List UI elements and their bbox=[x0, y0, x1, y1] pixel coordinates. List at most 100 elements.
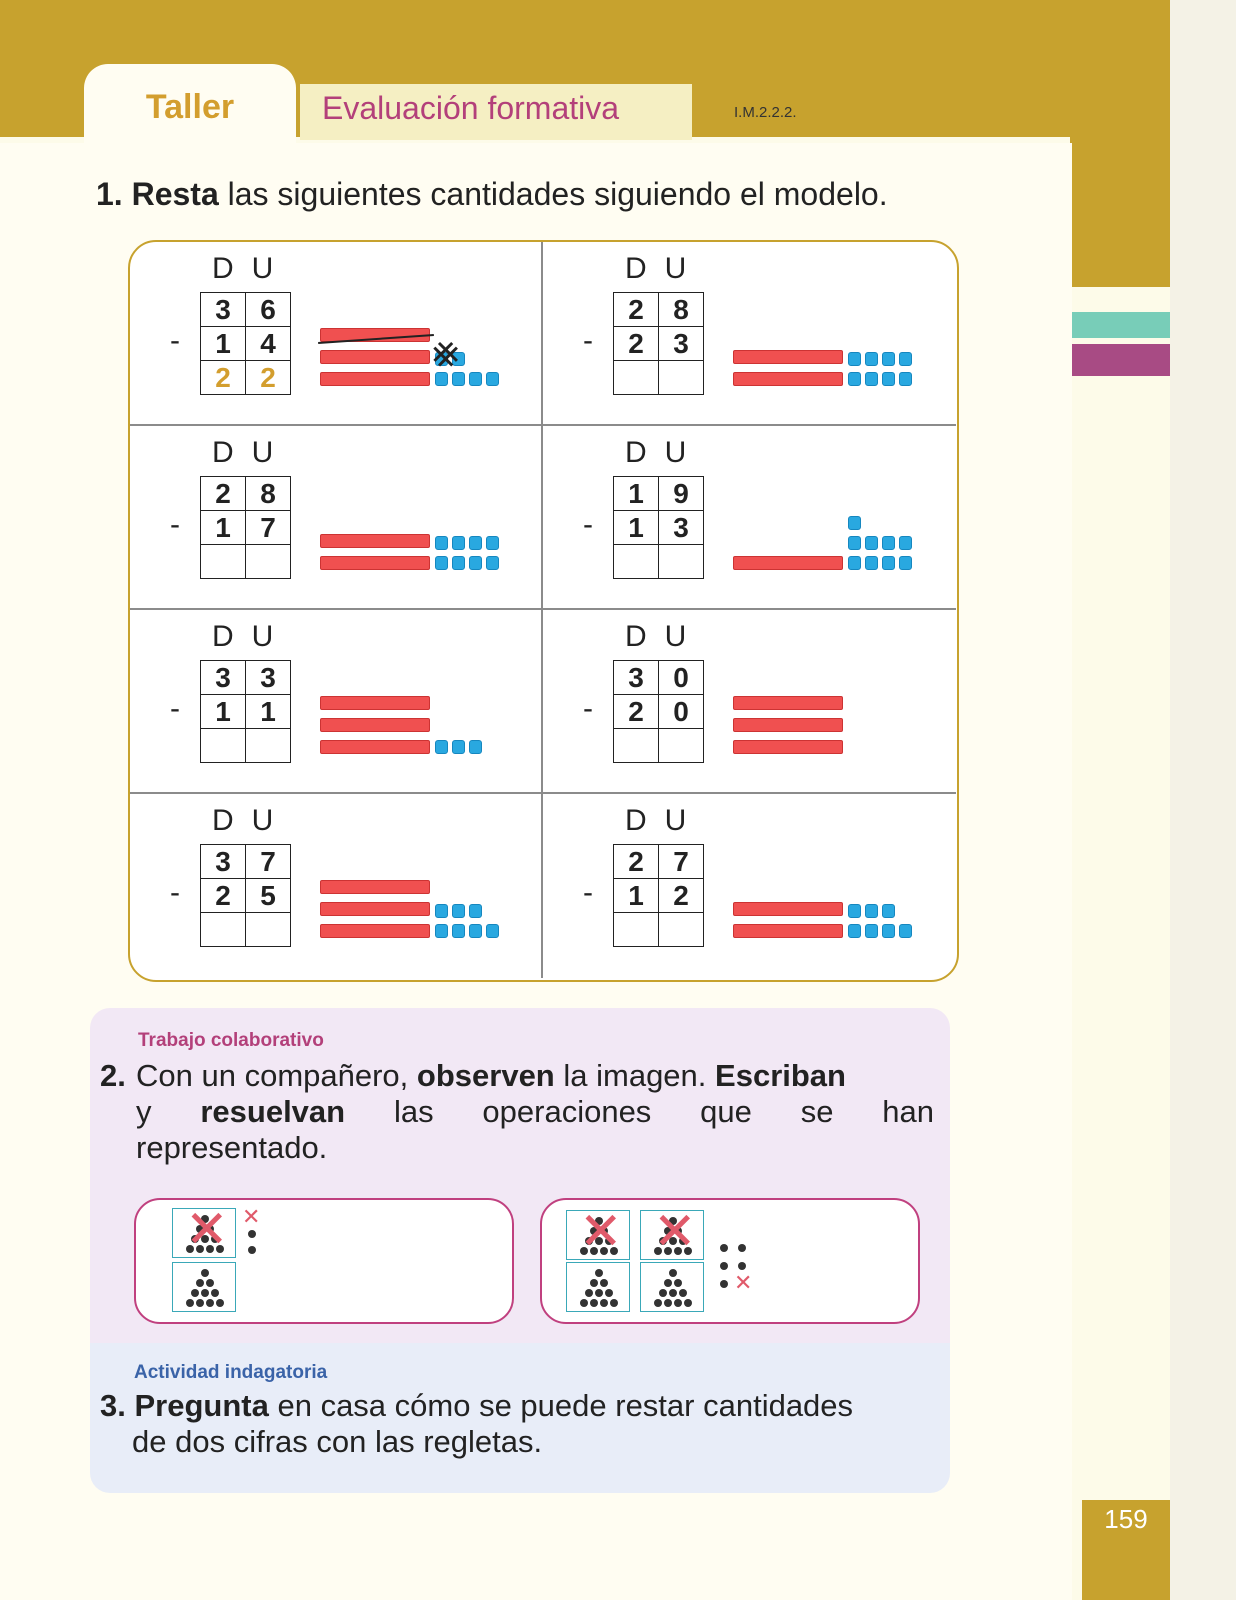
unit-cube bbox=[848, 372, 861, 386]
unit-cube bbox=[865, 924, 878, 938]
dot bbox=[206, 1245, 214, 1253]
dot bbox=[659, 1289, 667, 1297]
unit-cube bbox=[865, 372, 878, 386]
digit-cell: 4 bbox=[245, 326, 291, 361]
dot bbox=[674, 1247, 682, 1255]
question-2-line-1: Con un compañero, observen la imagen. Es… bbox=[136, 1058, 934, 1094]
cross-icon: ✕ bbox=[653, 1203, 697, 1261]
loose-dot bbox=[738, 1244, 746, 1252]
unit-cube bbox=[848, 924, 861, 938]
q2-bold-1: observen bbox=[416, 1058, 555, 1093]
digit-cell: 2 bbox=[613, 844, 659, 879]
dot bbox=[580, 1247, 588, 1255]
loose-dot bbox=[720, 1280, 728, 1288]
ten-rod bbox=[320, 372, 430, 386]
answer-cell[interactable]: 2 bbox=[200, 360, 246, 395]
answer-cell[interactable] bbox=[613, 728, 659, 763]
answer-cell[interactable]: 2 bbox=[245, 360, 291, 395]
du-header: DU bbox=[625, 804, 705, 837]
unit-cube bbox=[899, 536, 912, 550]
dot-group bbox=[640, 1262, 704, 1312]
ten-rod bbox=[320, 740, 430, 754]
dot bbox=[196, 1225, 204, 1233]
dot bbox=[211, 1289, 219, 1297]
digit-cell: 9 bbox=[658, 476, 704, 511]
answer-cell[interactable] bbox=[613, 544, 659, 579]
unit-cube bbox=[486, 536, 499, 550]
ten-rod bbox=[733, 556, 843, 570]
question-1-verb: Resta bbox=[131, 176, 219, 212]
dot bbox=[196, 1299, 204, 1307]
ten-rod bbox=[320, 880, 430, 894]
answer-cell[interactable] bbox=[245, 912, 291, 947]
question-1-text: las siguientes cantidades siguiendo el m… bbox=[227, 176, 888, 212]
dot bbox=[590, 1247, 598, 1255]
magenta-stripe bbox=[1070, 344, 1170, 376]
dot bbox=[664, 1299, 672, 1307]
taller-tab bbox=[84, 64, 296, 150]
dot bbox=[610, 1247, 618, 1255]
dot bbox=[595, 1237, 603, 1245]
answer-cell[interactable] bbox=[245, 728, 291, 763]
answer-cell[interactable] bbox=[658, 544, 704, 579]
answer-cell[interactable] bbox=[613, 360, 659, 395]
loose-dot bbox=[248, 1246, 256, 1254]
digit-cell: 1 bbox=[200, 510, 246, 545]
dot bbox=[654, 1299, 662, 1307]
dot-group: ✕ bbox=[172, 1204, 236, 1258]
dot-group: ✕ bbox=[640, 1203, 704, 1261]
dot bbox=[206, 1225, 214, 1233]
question-3-text-2: de dos cifras con las regletas. bbox=[132, 1424, 543, 1459]
ten-rod bbox=[733, 902, 843, 916]
dot bbox=[206, 1299, 214, 1307]
dot bbox=[580, 1299, 588, 1307]
question-3: 3. Pregunta en casa cómo se puede restar… bbox=[100, 1388, 934, 1460]
question-2-line-3: representado. bbox=[136, 1130, 328, 1165]
dot bbox=[674, 1299, 682, 1307]
unit-cube bbox=[469, 740, 482, 754]
dot bbox=[610, 1299, 618, 1307]
dot bbox=[679, 1237, 687, 1245]
inquiry-section bbox=[90, 1343, 950, 1493]
answer-cell[interactable] bbox=[245, 544, 291, 579]
digit-cell: 2 bbox=[613, 292, 659, 327]
digit-cell: 2 bbox=[613, 694, 659, 729]
answer-cell[interactable] bbox=[200, 728, 246, 763]
q2-bold-3: resuelvan bbox=[200, 1094, 346, 1129]
inquiry-label: Actividad indagatoria bbox=[134, 1362, 328, 1383]
cross-icon: ✕ bbox=[734, 1270, 753, 1295]
dot bbox=[585, 1289, 593, 1297]
dot bbox=[654, 1247, 662, 1255]
unit-cube bbox=[469, 556, 482, 570]
minus-sign: - bbox=[583, 692, 593, 725]
answer-cell[interactable] bbox=[658, 728, 704, 763]
dot bbox=[590, 1279, 598, 1287]
digit-cell: 1 bbox=[245, 694, 291, 729]
ten-rod bbox=[320, 902, 430, 916]
unit-cube bbox=[848, 904, 861, 918]
digit-cell: 7 bbox=[658, 844, 704, 879]
unit-cube bbox=[848, 516, 861, 530]
unit-cube bbox=[848, 556, 861, 570]
dot bbox=[196, 1245, 204, 1253]
answer-cell[interactable] bbox=[658, 912, 704, 947]
dot bbox=[664, 1227, 672, 1235]
dot bbox=[191, 1235, 199, 1243]
unit-cube bbox=[435, 740, 448, 754]
unit-cube bbox=[435, 904, 448, 918]
dot bbox=[201, 1235, 209, 1243]
dot bbox=[585, 1237, 593, 1245]
ten-rod bbox=[733, 350, 843, 364]
answer-cell[interactable] bbox=[613, 912, 659, 947]
digit-cell: 8 bbox=[658, 292, 704, 327]
dot bbox=[201, 1215, 209, 1223]
answer-cell[interactable] bbox=[200, 544, 246, 579]
answer-cell[interactable] bbox=[658, 360, 704, 395]
answer-cell[interactable] bbox=[200, 912, 246, 947]
